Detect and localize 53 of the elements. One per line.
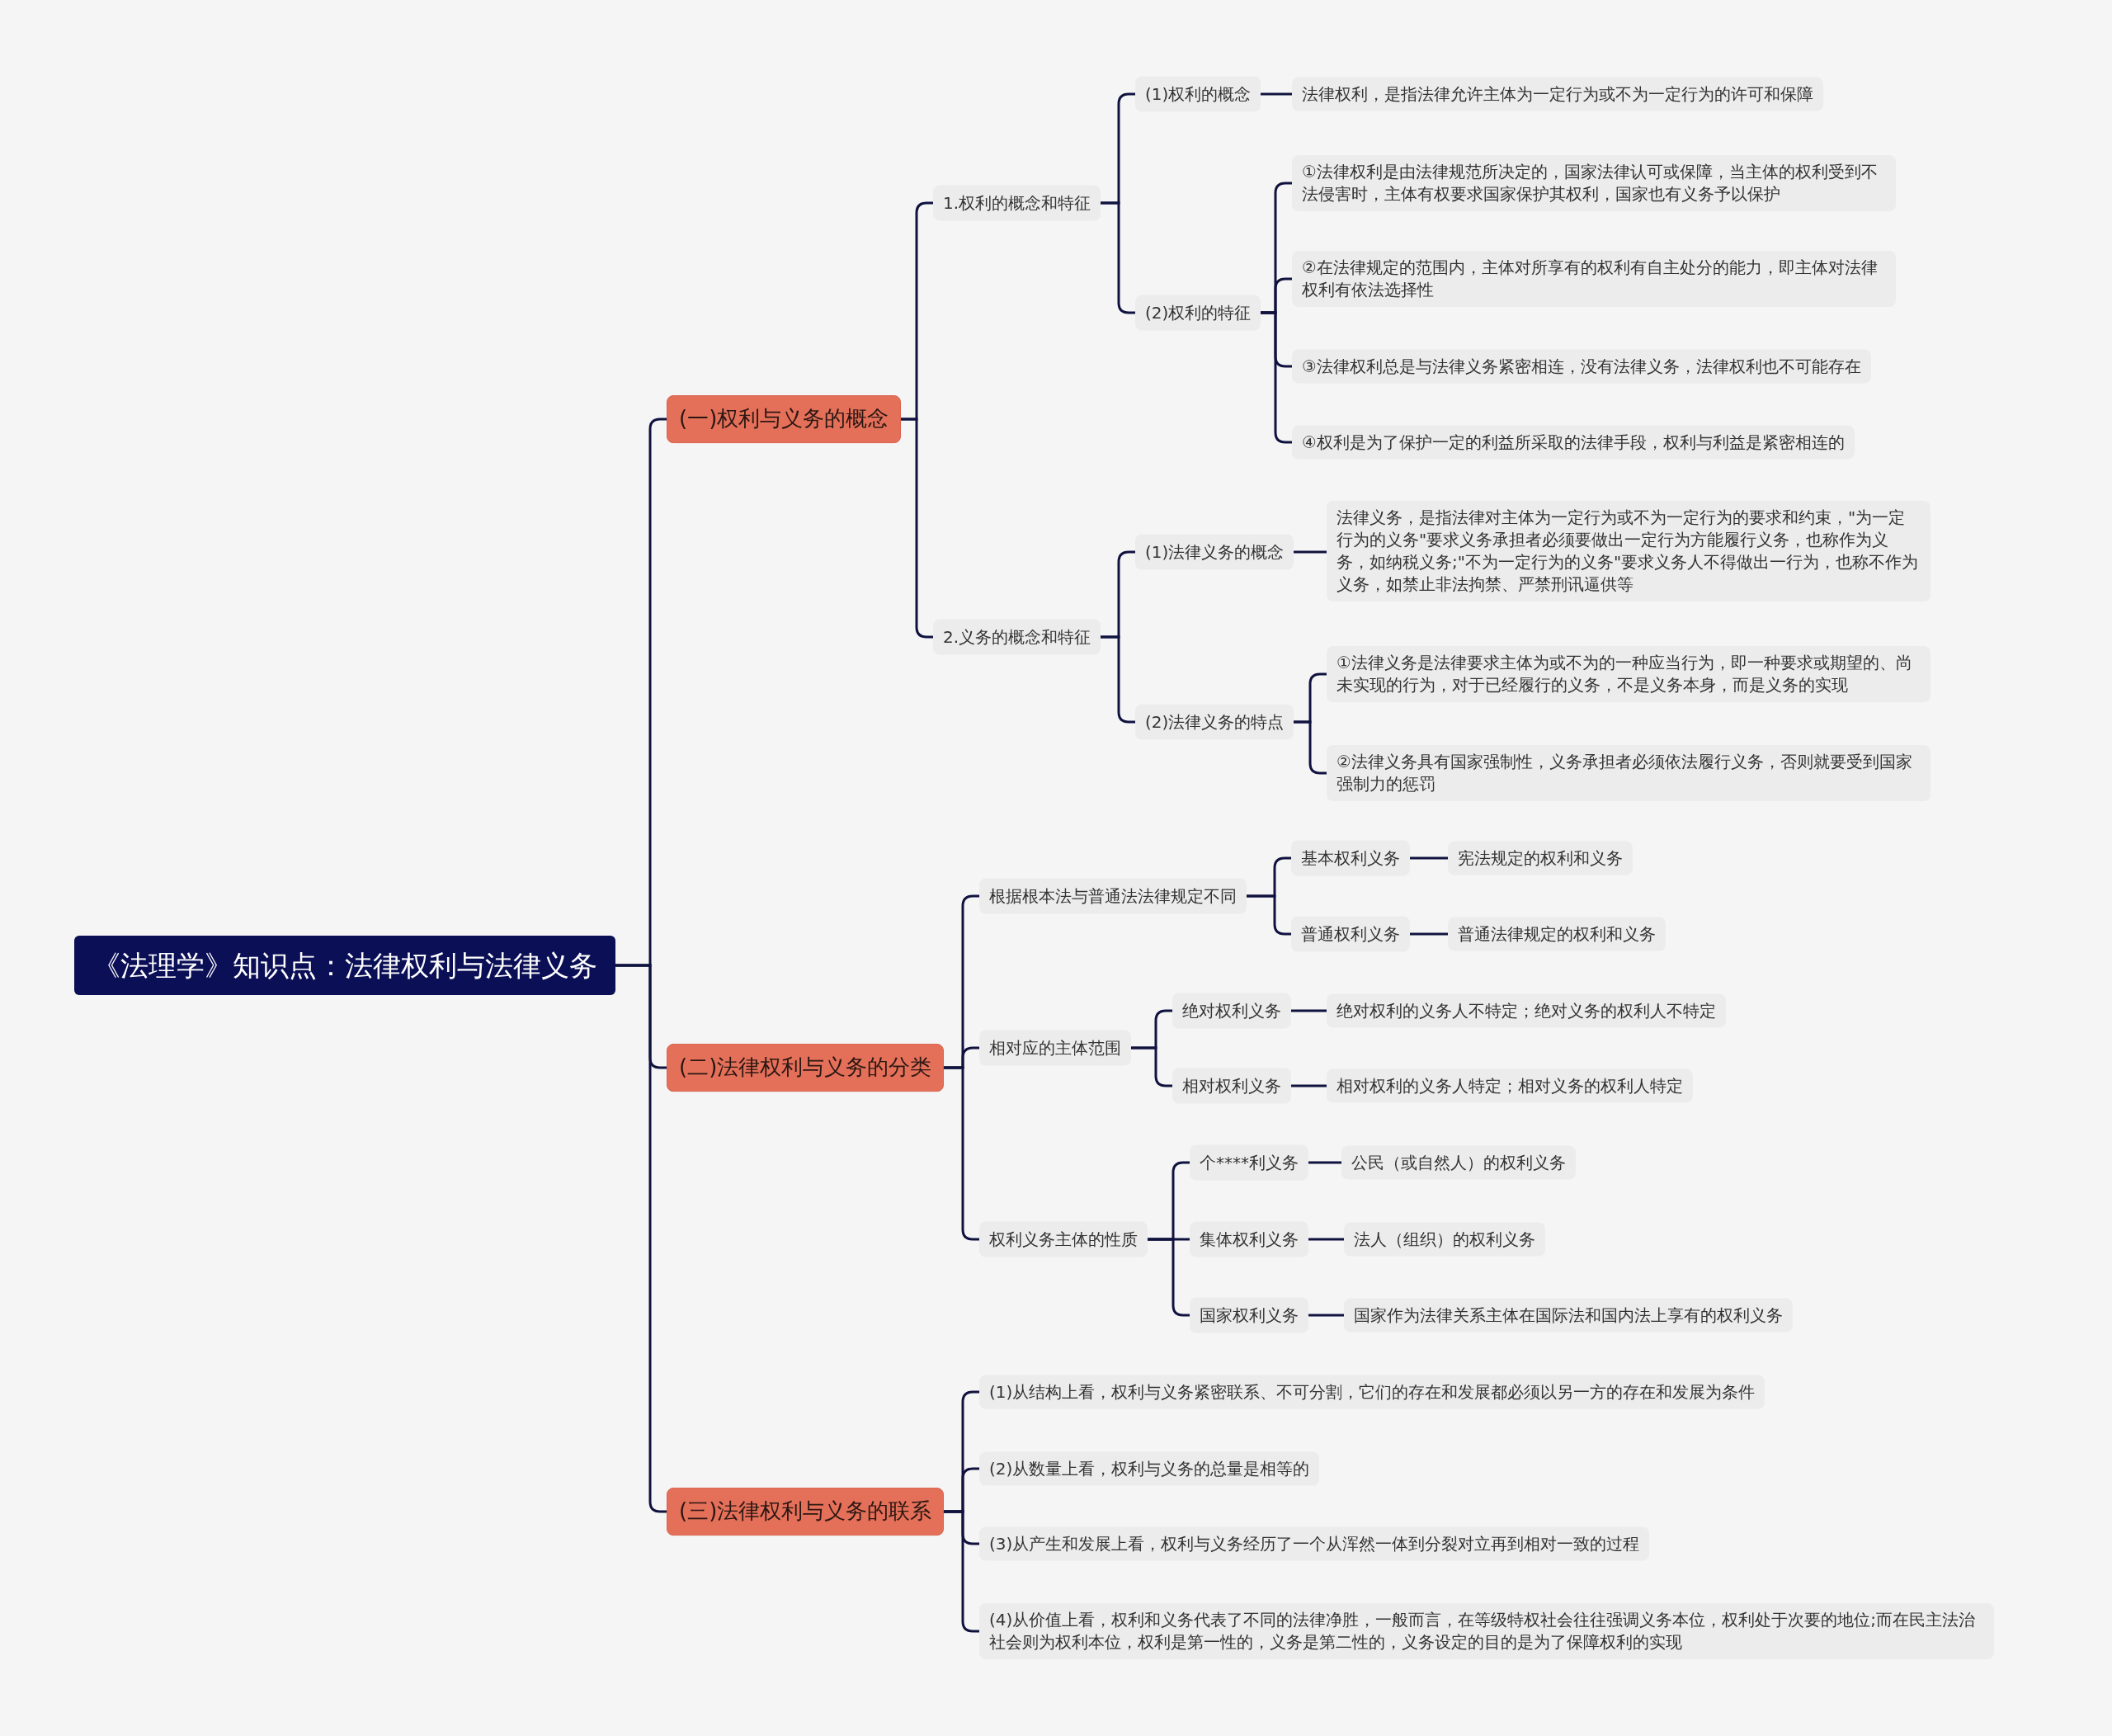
subtopic: 权利义务主体的性质: [979, 1221, 1148, 1257]
detail-note: (1)从结构上看，权利与义务紧密联系、不可分割，它们的存在和发展都必须以另一方的存在和发展为条件: [979, 1375, 1766, 1409]
detail-note: 普通法律规定的权利和义务: [1448, 917, 1666, 951]
branch-topic: (二)法律权利与义务的分类: [667, 1044, 945, 1092]
detail-note: 宪法规定的权利和义务: [1448, 841, 1633, 875]
detail-note: ①法律义务是法律要求主体为或不为的一种应当行为，即一种要求或期望的、尚未实现的行为，对于已经履行的义务，不是义务本身，而是义务的实现: [1327, 646, 1930, 702]
connector-line: [1408, 932, 1450, 936]
subtopic: 相对权利义务: [1172, 1068, 1291, 1104]
detail-note: 相对权利的义务人特定；相对义务的权利人特定: [1327, 1068, 1693, 1103]
subtopic: (2)法律义务的特点: [1135, 704, 1294, 740]
detail-note: 绝对权利的义务人不特定；绝对义务的权利人不特定: [1327, 993, 1726, 1028]
connector-line: [1408, 856, 1450, 860]
connector-line: [1245, 894, 1293, 936]
connector-line: [1146, 1238, 1191, 1317]
detail-note: 公民（或自然人）的权利义务: [1341, 1145, 1576, 1180]
connector-line: [1129, 1046, 1174, 1087]
branch-topic: (三)法律权利与义务的联系: [667, 1488, 945, 1536]
subtopic: (1)权利的概念: [1135, 76, 1261, 112]
detail-note: ①法律权利是由法律规范所决定的，国家法律认可或保障，当主体的权利受到不法侵害时，主体有权要求国家保护其权利，国家也有义务予以保护: [1292, 155, 1896, 211]
subtopic: 绝对权利义务: [1172, 993, 1291, 1029]
connector-line: [1289, 1084, 1328, 1087]
detail-note: 国家作为法律关系主体在国际法和国内法上享有的权利义务: [1344, 1298, 1793, 1333]
subtopic: 集体权利义务: [1190, 1221, 1308, 1257]
branch-topic: (一)权利与义务的概念: [667, 395, 902, 443]
detail-note: (4)从价值上看，权利和义务代表了不同的法律净胜，一般而言，在等级特权社会往往强调义务本位，权利处于次要的地位;而在民主法治社会则为权利本位，权利是第一性的，义务是第二性的，义务设定的目的是为了保障权利的实现: [979, 1603, 1994, 1659]
detail-note: ③法律权利总是与法律义务紧密相连，没有法律义务，法律权利也不可能存在: [1292, 349, 1871, 384]
connector-line: [899, 417, 935, 639]
subtopic: 相对应的主体范围: [979, 1030, 1131, 1066]
subtopic: 个****利义务: [1190, 1144, 1308, 1181]
subtopic: 普通权利义务: [1291, 916, 1410, 952]
detail-note: 法人（组织）的权利义务: [1344, 1222, 1545, 1257]
subtopic: 1.权利的概念和特征: [933, 185, 1101, 221]
detail-note: (2)从数量上看，权利与义务的总量是相等的: [979, 1451, 1320, 1486]
subtopic: (2)权利的特征: [1135, 295, 1261, 331]
connector-line: [1307, 1238, 1346, 1241]
subtopic: 基本权利义务: [1291, 840, 1410, 876]
detail-note: ②在法律规定的范围内，主体对所享有的权利有自主处分的能力，即主体对法律权利有依法选择性: [1292, 251, 1896, 307]
detail-note: 法律权利，是指法律允许主体为一定行为或不为一定行为的许可和保障: [1292, 77, 1823, 111]
connector-line: [1289, 1009, 1328, 1012]
central-topic: 《法理学》知识点：法律权利与法律义务: [74, 935, 615, 996]
detail-note: (3)从产生和发展上看，权利与义务经历了一个从浑然一体到分裂对立再到相对一致的过程: [979, 1526, 1650, 1561]
detail-note: 法律义务，是指法律对主体为一定行为或不为一定行为的要求和约束，"为一定行为的义务"要求义务承担者必须要做出一定行为方能履行义务，也称作为义务，如纳税义务;"不为一定行为的义务"要求义务人不得做出一行为，也称不作为义务，如禁止非法拘禁、严禁刑讯逼供等: [1327, 501, 1930, 601]
connector-line: [614, 964, 668, 1513]
subtopic: 根据根本法与普通法法律规定不同: [979, 878, 1247, 914]
connector-line: [942, 1510, 981, 1633]
subtopic: 国家权利义务: [1190, 1297, 1308, 1333]
connector-line: [1307, 1161, 1343, 1164]
subtopic: 2.义务的概念和特征: [933, 619, 1101, 655]
detail-note: ④权利是为了保护一定的利益所采取的法律手段，权利与利益是紧密相连的: [1292, 425, 1855, 460]
detail-note: ②法律义务具有国家强制性，义务承担者必须依法履行义务，否则就要受到国家强制力的惩罚: [1327, 745, 1930, 801]
connector-line: [1307, 1314, 1346, 1317]
connector-line: [942, 1066, 981, 1241]
subtopic: (1)法律义务的概念: [1135, 534, 1294, 570]
